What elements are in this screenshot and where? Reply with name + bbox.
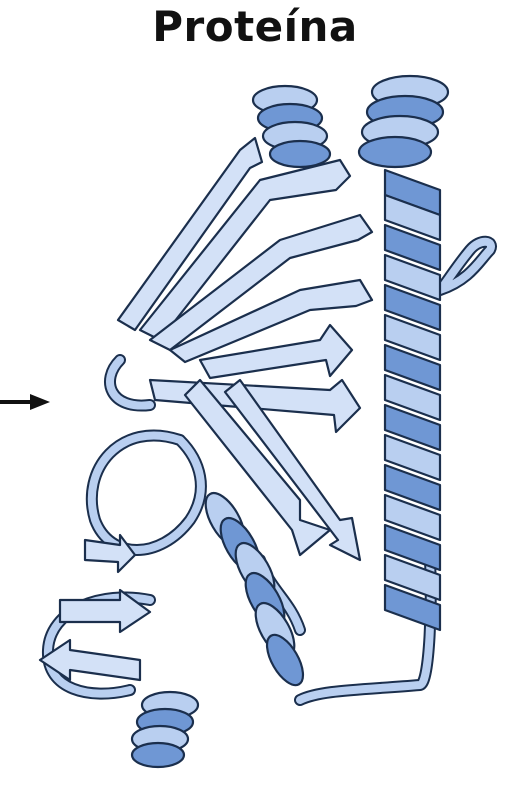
alpha-helix-long — [385, 170, 440, 630]
alpha-helix-top — [359, 76, 448, 167]
beta-sheet — [118, 138, 372, 560]
alpha-helix-upper-left — [253, 86, 330, 167]
right-arrow-icon — [0, 394, 50, 410]
beta-strands-lower — [40, 535, 150, 680]
alpha-helix-bottom — [132, 692, 198, 767]
